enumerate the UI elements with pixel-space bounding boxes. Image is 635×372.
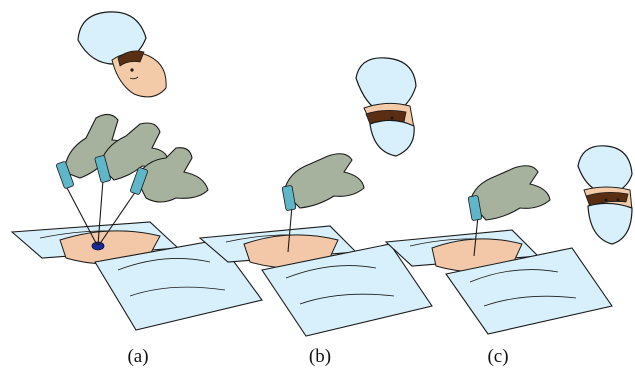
surgeon-head-icon	[356, 58, 416, 156]
gloved-hand-icon	[282, 154, 364, 211]
surgeon-head-icon	[78, 12, 166, 97]
panel-b-label: (b)	[290, 346, 350, 368]
panel-a-label: (a)	[108, 346, 168, 368]
gloved-hand-icon	[468, 166, 550, 221]
surgeon-head-icon	[578, 146, 632, 244]
panel-a	[12, 12, 262, 330]
panel-c-label: (c)	[468, 346, 528, 368]
